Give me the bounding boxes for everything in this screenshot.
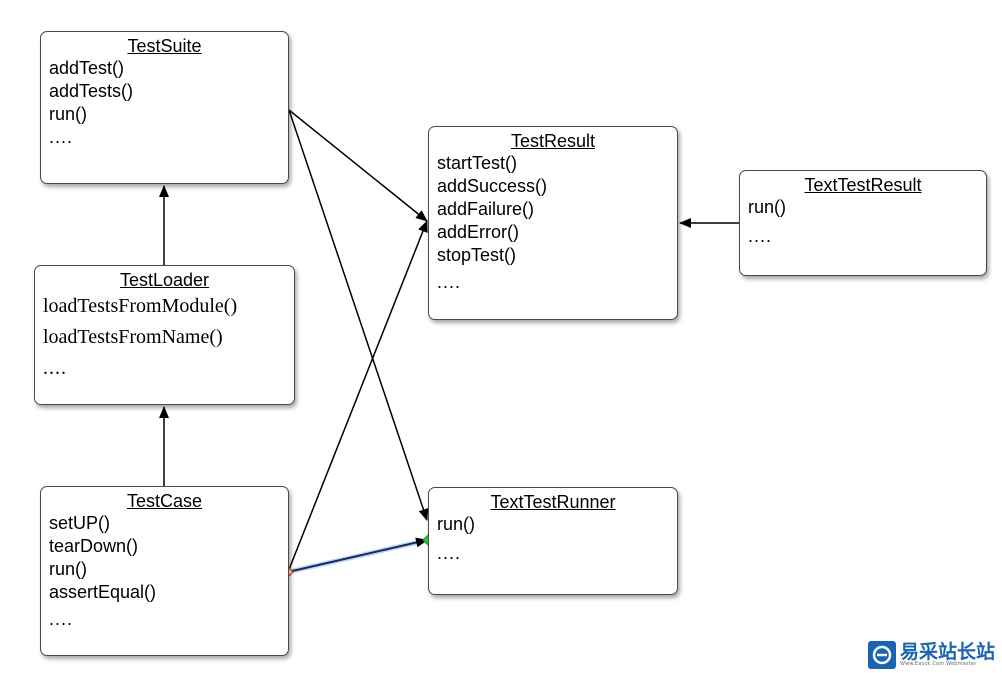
- edge-testsuite-to-testresult[interactable]: [288, 109, 428, 222]
- method-item: run(): [49, 559, 88, 579]
- method-ellipsis: ....: [748, 226, 773, 246]
- method-item: setUP(): [49, 513, 111, 533]
- method-item: loadTestsFromModule(): [43, 295, 238, 317]
- method-ellipsis: ....: [49, 127, 74, 147]
- class-name: TextTestRunner: [490, 492, 616, 512]
- method-item: addTests(): [49, 81, 134, 101]
- e-logo-icon: [868, 641, 896, 669]
- method-item: assertEqual(): [49, 582, 157, 602]
- method-item: run(): [437, 514, 476, 534]
- edge-testcase-to-testresult[interactable]: [287, 220, 428, 573]
- method-ellipsis: ....: [49, 609, 74, 629]
- method-item: addSuccess(): [437, 176, 548, 196]
- class-name: TestSuite: [127, 36, 202, 56]
- method-item: addFailure(): [437, 199, 535, 219]
- class-name: TextTestResult: [804, 175, 922, 195]
- testcase-class-box[interactable]: TestCase setUP() tearDown() run() assert…: [40, 486, 289, 656]
- watermark-name: 易采站长站: [900, 641, 996, 663]
- method-ellipsis: ....: [43, 357, 67, 379]
- method-item: startTest(): [437, 153, 518, 173]
- testloader-class-box[interactable]: TestLoader loadTestsFromModule() loadTes…: [34, 265, 295, 405]
- class-name: TestResult: [510, 131, 596, 151]
- class-name: TestCase: [126, 491, 203, 511]
- edge-testsuite-to-texttestrunner[interactable]: [288, 109, 429, 521]
- method-item: run(): [49, 104, 88, 124]
- method-item: run(): [748, 197, 787, 217]
- method-item: tearDown(): [49, 536, 139, 556]
- edge-testcase-to-texttestrunner[interactable]: [287, 537, 428, 573]
- method-item: loadTestsFromName(): [43, 326, 223, 348]
- method-ellipsis: ....: [437, 272, 462, 292]
- texttestrunner-class-box[interactable]: TextTestRunner run() ....: [428, 487, 678, 595]
- watermark-subtitle: Www.Easck.Com Webmaster: [900, 661, 977, 667]
- method-item: addTest(): [49, 58, 125, 78]
- method-ellipsis: ....: [437, 543, 462, 563]
- testresult-class-box[interactable]: TestResult startTest() addSuccess() addF…: [428, 126, 678, 320]
- method-item: addError(): [437, 222, 520, 242]
- texttestresult-class-box[interactable]: TextTestResult run() ....: [739, 170, 987, 276]
- method-item: stopTest(): [437, 245, 517, 265]
- class-name: TestLoader: [119, 270, 210, 290]
- testsuite-class-box[interactable]: TestSuite addTest() addTests() run() ...…: [40, 31, 289, 184]
- watermark: 易采站长站 Www.Easck.Com Webmaster: [868, 640, 995, 670]
